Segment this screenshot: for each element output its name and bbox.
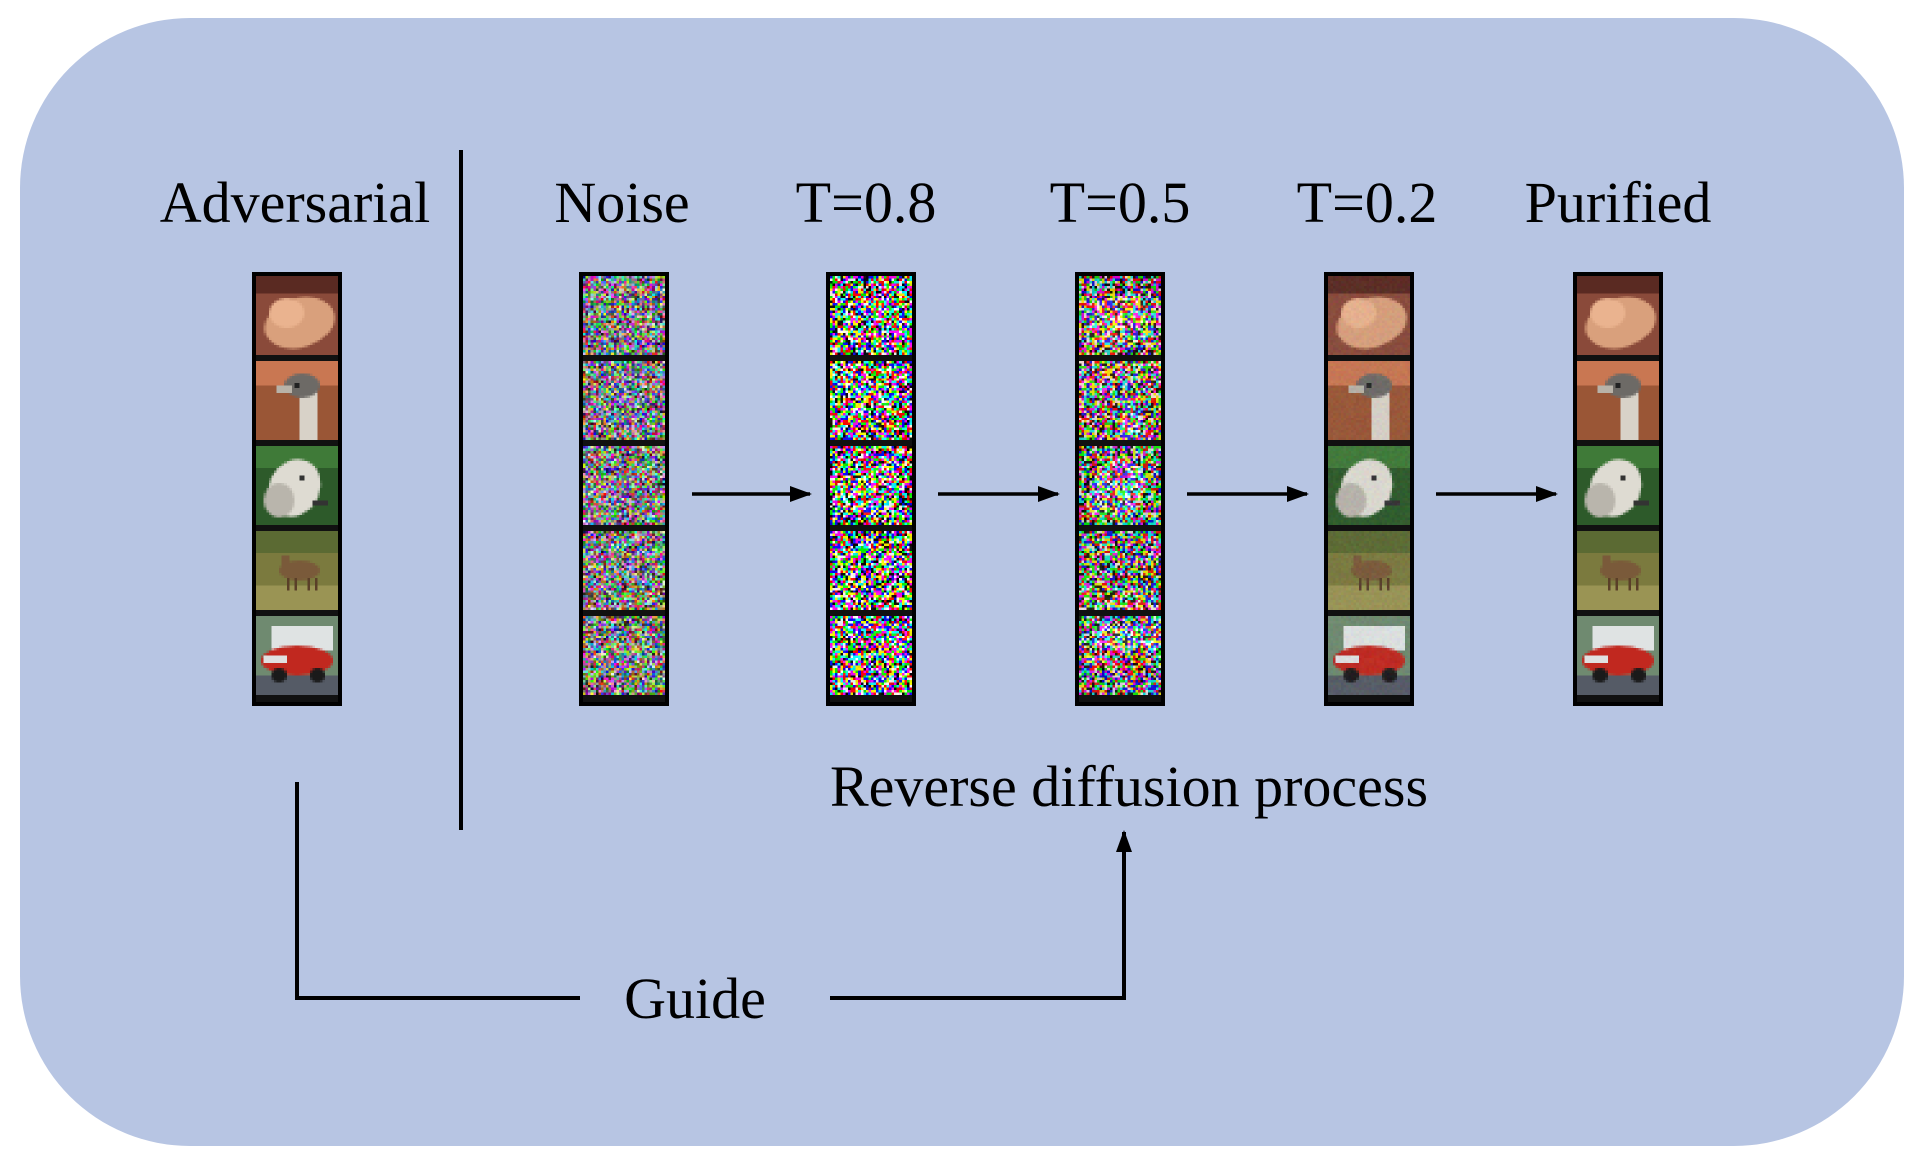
thumbnail-horse [256,446,338,525]
thumbnail-cat [1328,276,1410,355]
adversarial-image-strip [252,272,342,706]
thumbnail-deer [1328,531,1410,610]
thumbnail-horse [830,446,912,525]
thumbnail-ostrich [1328,361,1410,440]
thumbnail-car [830,616,912,695]
purified-image-strip [1573,272,1663,706]
guide-line-left [295,782,580,1000]
t02-image-strip [1324,272,1414,706]
label-t05: T=0.5 [1049,170,1191,235]
t05-image-strip [1075,272,1165,706]
thumbnail-cat [830,276,912,355]
noise-image-strip [579,272,669,706]
label-t08: T=0.8 [795,170,937,235]
thumbnail-ostrich [1079,361,1161,440]
thumbnail-horse [583,446,665,525]
thumbnail-car [1577,616,1659,695]
thumbnail-deer [1577,531,1659,610]
thumbnail-deer [1079,531,1161,610]
thumbnail-car [583,616,665,695]
thumbnail-car [1328,616,1410,695]
thumbnail-ostrich [256,361,338,440]
thumbnail-deer [256,531,338,610]
thumbnail-cat [1577,276,1659,355]
thumbnail-car [1079,616,1161,695]
thumbnail-horse [1577,446,1659,525]
thumbnail-deer [830,531,912,610]
thumbnail-horse [1328,446,1410,525]
label-noise: Noise [554,170,690,235]
t08-image-strip [826,272,916,706]
label-purified: Purified [1524,170,1712,235]
thumbnail-car [256,616,338,695]
thumbnail-ostrich [583,361,665,440]
label-t02: T=0.2 [1296,170,1438,235]
guide-line-right [830,830,1132,1000]
thumbnail-cat [1079,276,1161,355]
thumbnail-horse [1079,446,1161,525]
thumbnail-ostrich [1577,361,1659,440]
thumbnail-cat [256,276,338,355]
thumbnail-cat [583,276,665,355]
guide-label: Guide [624,966,766,1031]
reverse-diffusion-label: Reverse diffusion process [829,754,1429,819]
thumbnail-ostrich [830,361,912,440]
label-adversarial: Adversarial [159,170,431,235]
thumbnail-deer [583,531,665,610]
